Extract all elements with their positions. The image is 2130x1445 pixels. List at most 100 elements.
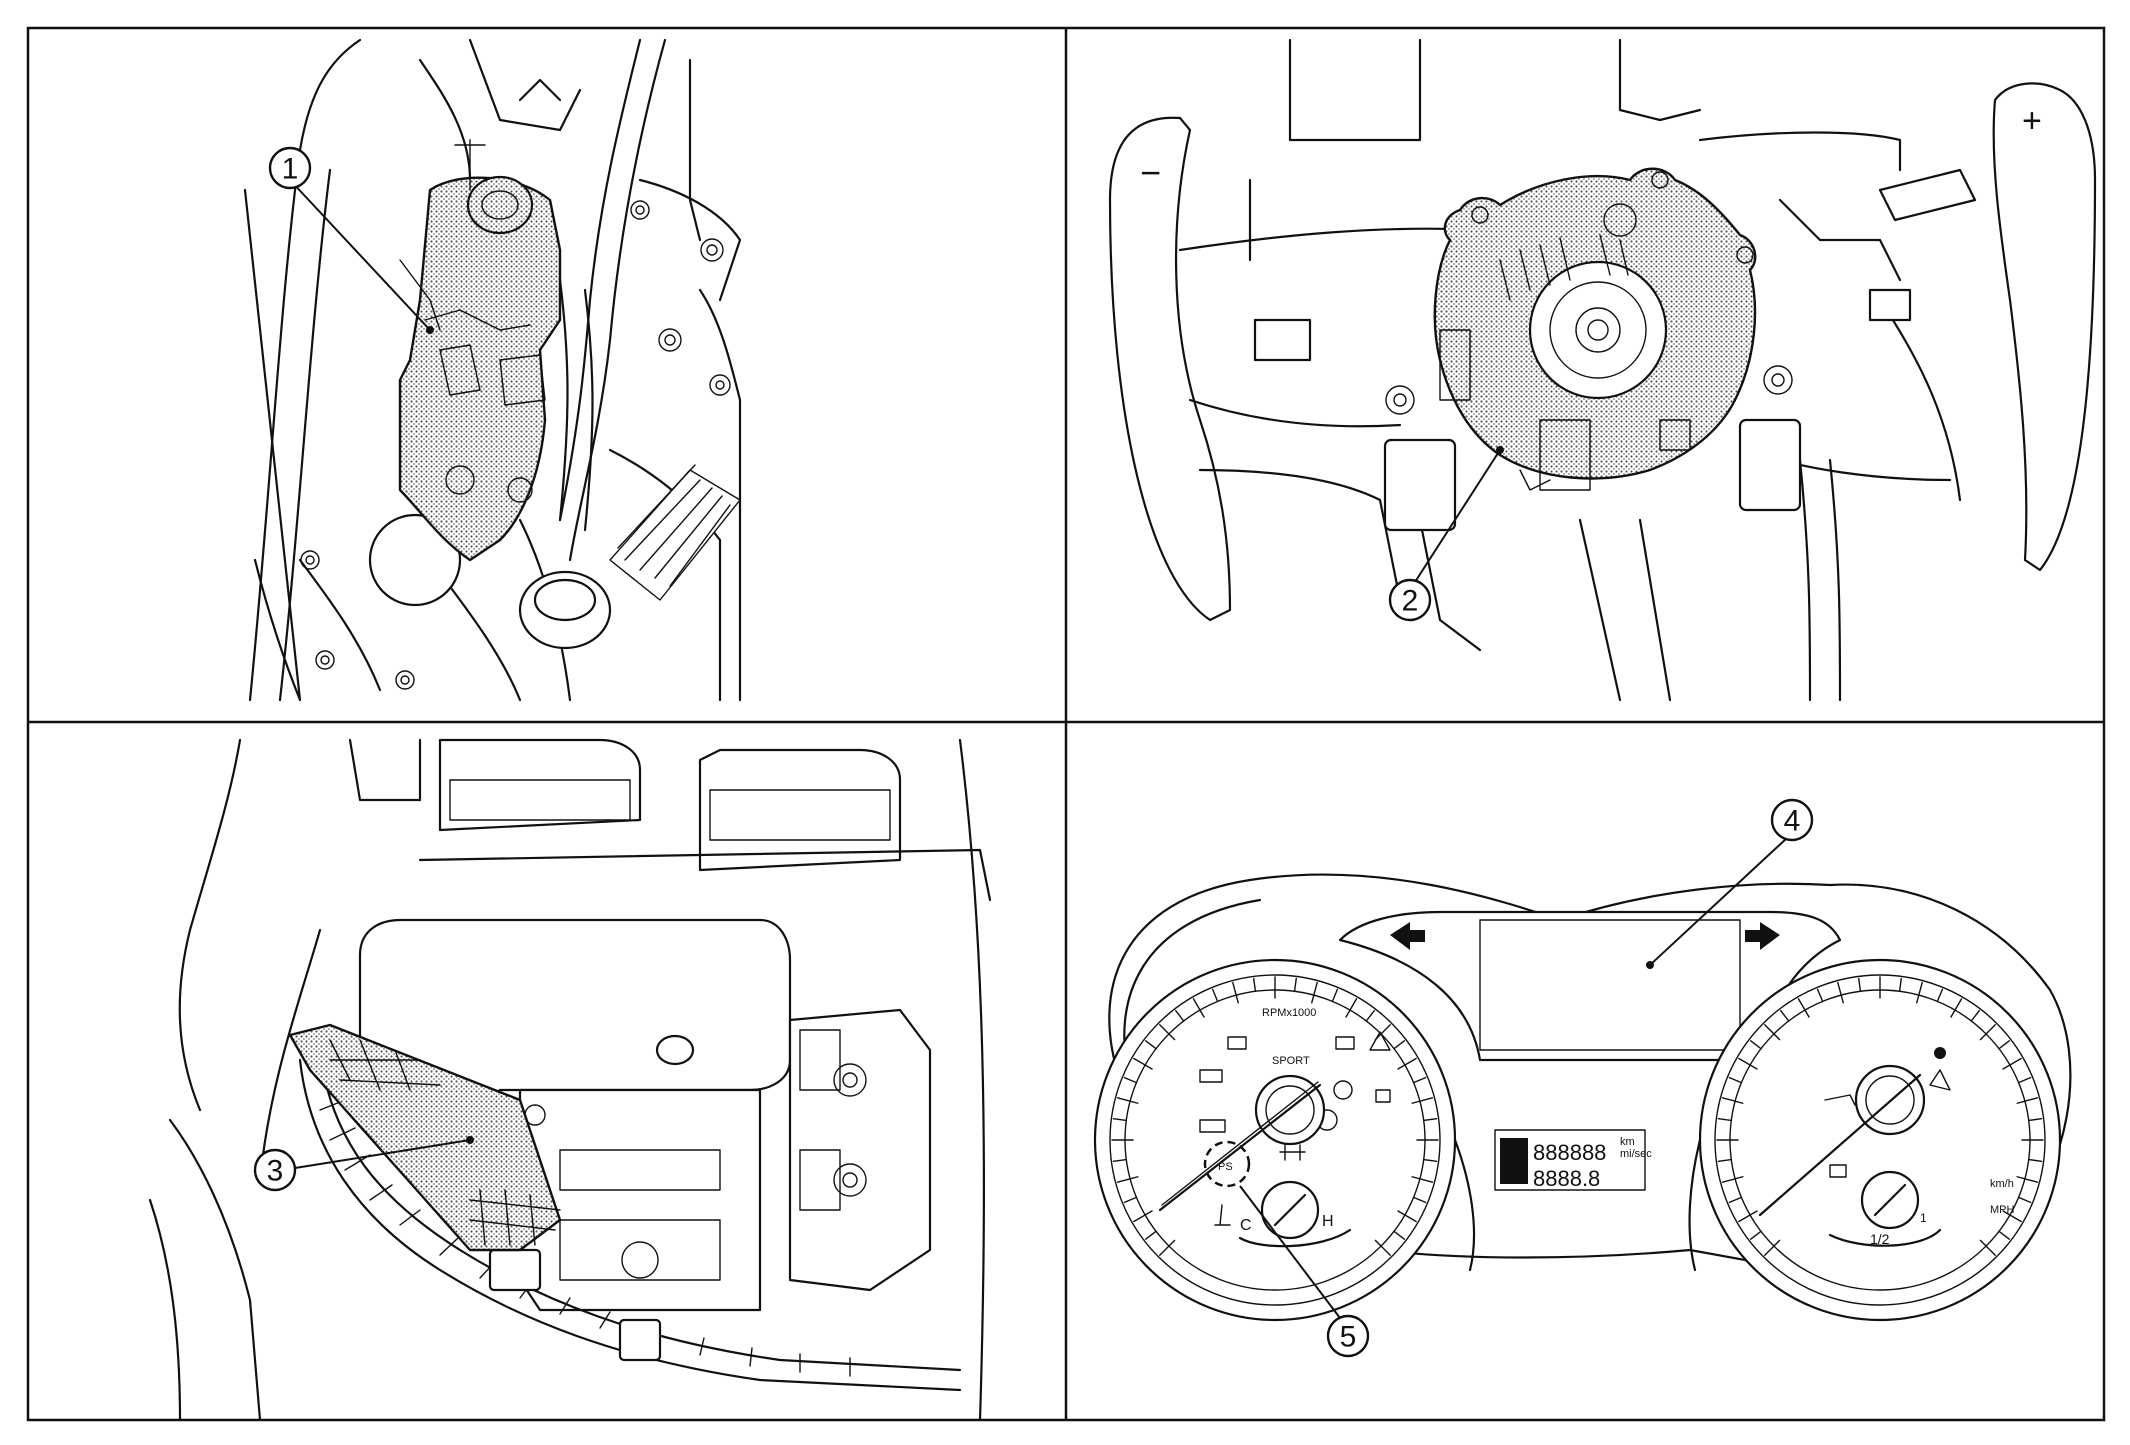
gauge-tick [1721,1097,1744,1104]
gauge-tick [1717,1158,1732,1162]
gauge-tick [1412,1076,1427,1084]
gauge-tick [1211,988,1219,1003]
gauge-tick [1749,1230,1762,1240]
gauge-tick [1311,981,1318,1004]
fuel-one: 1 [1920,1211,1927,1225]
cruise-icon [1824,1094,1856,1106]
gauge-tick [1998,1230,2011,1240]
gauge-tick [1393,1040,1406,1050]
gauge-tick [1345,998,1358,1018]
gauge-tick [1916,981,1923,1004]
gauge-tick [1133,1210,1153,1223]
gauge-tick [1123,1076,1138,1084]
seatbelt-icon [1929,1069,1951,1091]
oil-icon [1199,1119,1226,1133]
gauge-tick [1816,988,1824,1003]
gauge-tick [1192,998,1205,1018]
gauge-tick [1728,1076,1743,1084]
paddle-minus: − [1140,152,1161,193]
engine-icon [1199,1069,1223,1083]
svg-text:PS: PS [1218,1161,1233,1173]
odo-unit-mi: mi/sec [1620,1148,1652,1160]
gauge-tick [1144,1040,1157,1050]
headlight-icon [1335,1036,1355,1050]
gauge-tick [1159,1239,1176,1256]
panel-bottom-right: 888888 8888.8 km mi/sec RPMx1000 SPORT C [1093,873,2072,1322]
gauge-tick [1123,1196,1138,1204]
temp-icon [1214,1204,1231,1226]
gauge-tick [1175,1009,1185,1022]
callout-1: 1 [268,146,434,334]
odo-bottom: 8888.8 [1533,1166,1600,1191]
gauge-tick [1159,1024,1176,1041]
odo-top: 888888 [1533,1140,1606,1165]
gauge-tick [2028,1118,2043,1122]
gauge-tick [1837,981,1844,1004]
gauge-tick [2017,1196,2032,1204]
gauge-tick [1412,1196,1427,1204]
gauge-tick [1738,1057,1758,1070]
gauge-tick [1979,1024,1996,1041]
gauge-tick [1397,1210,1417,1223]
gauge-tick [1397,1057,1417,1070]
gauge-tick [1970,1009,1980,1022]
panel-frame [26,26,2106,1422]
side-lamp-icon [1279,1144,1306,1161]
gauge-tick [1728,1196,1743,1204]
gauge-tick [1764,1024,1781,1041]
panel-bottom-left [148,738,992,1422]
callout-5-label: 5 [1340,1321,1357,1354]
speed-unit: km/h [1990,1178,2014,1190]
gauge-tick [2002,1210,2022,1223]
gauge-tick [1764,1239,1781,1256]
gauge-tick [1116,1097,1139,1104]
callout-4: 4 [1646,798,1814,969]
gauge-tick [1411,1176,1434,1183]
warning-triangle-icon [1369,1031,1391,1051]
mph-label: MPH [1990,1204,2015,1216]
gauge-tick [1979,1239,1996,1256]
gauge-tick [1253,977,1257,992]
gauge-tick [1112,1158,1127,1162]
gauge-tick [1232,981,1239,1004]
callout-3: 3 [253,1136,474,1192]
gauge-tick [1998,1040,2011,1050]
slip-icon [1375,1089,1391,1103]
gauge-tick [1423,1158,1438,1162]
hot-label: H [1322,1213,1334,1230]
gauge-tick [1936,988,1944,1003]
cold-label: C [1240,1217,1252,1234]
gauge-tick [1898,977,1902,992]
odo-unit-km: km [1620,1136,1635,1148]
gauge-tick [1116,1176,1139,1183]
gauge-tick [1717,1118,1732,1122]
gauge-tick [1144,1230,1157,1240]
gauge-tick [1780,1009,1790,1022]
panel-top-left [243,38,742,702]
gauge-tick [1393,1230,1406,1240]
gauge-tick [2016,1097,2039,1104]
vdc-off-icon [1333,1080,1353,1100]
sport-label: SPORT [1272,1055,1310,1067]
gauge-tick [2002,1057,2022,1070]
gauge-tick [1721,1176,1744,1183]
gauge-tick [1738,1210,1758,1223]
gauge-tick [1858,977,1862,992]
gauge-tick [1423,1118,1438,1122]
gauge-tick [1112,1118,1127,1122]
gauge-tick [1749,1040,1762,1050]
callout-1-label: 1 [282,153,299,186]
gauge-tick [1374,1239,1391,1256]
fuel-warning-icon [1829,1164,1847,1178]
gauge-tick [1133,1057,1153,1070]
gauge-tick [2017,1076,2032,1084]
gauge-tick [1331,988,1339,1003]
gauge-tick [1411,1097,1434,1104]
callout-3-label: 3 [267,1155,284,1188]
gauge-tick [1797,998,1810,1018]
panel-top-right: − + [1108,38,2097,702]
tach-label: RPMx1000 [1262,1007,1316,1019]
gear-indicator-icon [1500,1138,1528,1184]
gauge-tick [1950,998,1963,1018]
